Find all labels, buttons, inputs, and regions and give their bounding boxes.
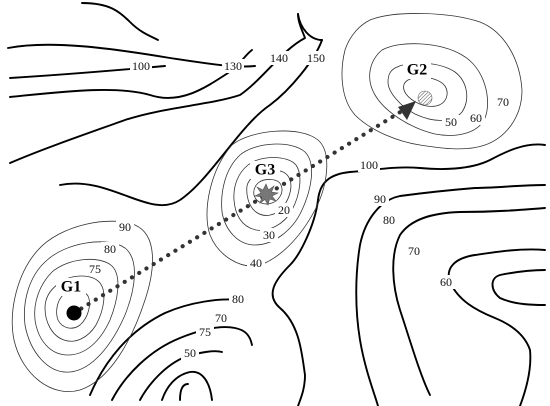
contour-label: 130 bbox=[224, 59, 242, 73]
point-label: G3 bbox=[255, 162, 275, 179]
contour-line bbox=[11, 220, 153, 392]
starburst-marker-icon bbox=[254, 183, 279, 206]
contour-label: 60 bbox=[470, 111, 482, 125]
contour-line bbox=[206, 130, 328, 267]
contour-line bbox=[44, 275, 105, 342]
path-route bbox=[71, 101, 416, 316]
contour-line bbox=[369, 43, 488, 136]
contour-label: 90 bbox=[119, 220, 131, 234]
hill-g1-contours bbox=[11, 220, 153, 392]
contour-label: 90 bbox=[374, 192, 386, 206]
contour-label: 50 bbox=[445, 115, 457, 129]
contour-line bbox=[9, 13, 306, 164]
contour-line bbox=[59, 39, 323, 207]
contour-label: 70 bbox=[497, 95, 509, 109]
contour-labels: 100 130 140 150 70 60 50 100 90 80 70 60… bbox=[86, 51, 512, 360]
contour-line bbox=[221, 143, 312, 246]
contour-line bbox=[403, 76, 448, 107]
contour-line bbox=[447, 248, 546, 406]
contour-label: 40 bbox=[250, 256, 262, 270]
contour-label: 30 bbox=[263, 228, 275, 242]
contour-label: 140 bbox=[270, 51, 288, 65]
contour-line bbox=[34, 258, 119, 356]
point-label: G2 bbox=[407, 62, 427, 79]
contour-line bbox=[233, 157, 301, 231]
contour-label: 60 bbox=[440, 275, 452, 289]
contour-line bbox=[179, 383, 189, 401]
contour-line bbox=[355, 184, 546, 406]
arrowhead-icon bbox=[398, 101, 416, 120]
contour-line bbox=[491, 269, 546, 306]
contour-line bbox=[271, 143, 546, 406]
contour-label: 100 bbox=[132, 59, 150, 73]
point-g2: G2 bbox=[403, 61, 433, 106]
dotted-path bbox=[71, 103, 413, 316]
contour-line bbox=[253, 179, 283, 205]
contour-label: 100 bbox=[360, 158, 378, 172]
contour-line bbox=[297, 13, 323, 41]
contour-label: 20 bbox=[278, 203, 290, 217]
hatched-marker-icon bbox=[417, 90, 433, 106]
contour-line bbox=[89, 298, 239, 396]
point-g3: G3 bbox=[250, 161, 280, 206]
contour-line bbox=[81, 2, 159, 41]
contour-label: 75 bbox=[199, 325, 211, 339]
contour-line bbox=[9, 49, 253, 99]
point-g1: G1 bbox=[56, 278, 86, 321]
filled-marker-icon bbox=[66, 305, 82, 321]
contour-line bbox=[392, 207, 546, 396]
contour-line bbox=[341, 13, 523, 150]
contour-label: 80 bbox=[104, 242, 116, 256]
contour-label: 150 bbox=[307, 51, 325, 65]
contour-line bbox=[246, 169, 292, 216]
contour-label: 70 bbox=[215, 311, 227, 325]
contour-label: 80 bbox=[383, 213, 395, 227]
contour-label: 70 bbox=[408, 244, 420, 258]
contour-label: 80 bbox=[232, 292, 244, 306]
contour-label: 50 bbox=[184, 346, 196, 360]
hill-g2-contours bbox=[341, 13, 523, 150]
contour-line bbox=[161, 370, 213, 401]
hill-g3-contours bbox=[206, 130, 328, 267]
contour-label: 75 bbox=[89, 262, 101, 276]
point-label: G1 bbox=[61, 279, 81, 296]
